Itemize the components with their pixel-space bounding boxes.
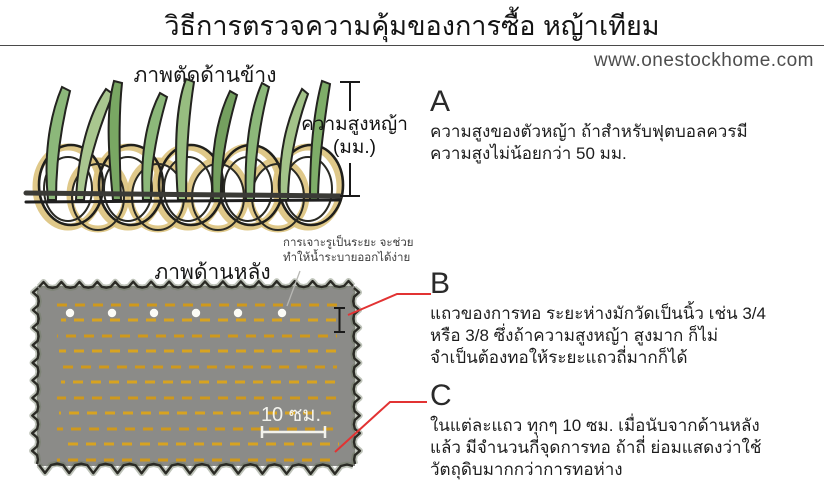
- section-a-line-2: ความสูงไม่น้อยกว่า 50 มม.: [430, 144, 627, 163]
- section-c-letter: C: [430, 379, 452, 412]
- mat-back-illustration: [29, 278, 363, 476]
- title-divider: [0, 45, 824, 46]
- section-a: A ความสูงของตัวหญ้า ถ้าสำหรับฟุตบอลควรมี…: [430, 84, 812, 165]
- drain-hole-note-line-1: การเจาะรูเป็นระยะ จะช่วย: [283, 237, 414, 249]
- section-a-line-1: ความสูงของตัวหญ้า ถ้าสำหรับฟุตบอลควรมี: [430, 122, 748, 141]
- page-title: วิธีการตรวจความคุ้มของการซื้อ หญ้าเทียม: [164, 11, 660, 41]
- scale-bar: [260, 426, 327, 438]
- stitch-rows: [57, 303, 339, 462]
- section-c: C ในแต่ละแถว ทุกๆ 10 ซม. เมื่อนับจากด้าน…: [430, 378, 812, 481]
- section-c-line-2: แล้ว มีจำนวนกี่จุดการทอ ถ้าถี่ ย่อมแสดงว…: [430, 438, 762, 457]
- drain-holes: [65, 308, 287, 318]
- grass-cross-section-illustration: [23, 77, 345, 233]
- drain-hole-note: การเจาะรูเป็นระยะ จะช่วย ทำให้น้ำระบายออ…: [283, 236, 414, 265]
- backing-line: [23, 190, 343, 204]
- scale-label: 10 ซม.: [260, 404, 322, 426]
- section-b-letter: B: [430, 267, 451, 300]
- grass-height-label-text: ความสูงหญ้า: [301, 114, 408, 135]
- section-c-line-1: ในแต่ละแถว ทุกๆ 10 ซม. เมื่อนับจากด้านหล…: [430, 416, 760, 435]
- grass-height-label: ความสูงหญ้า (มม.): [292, 113, 417, 159]
- website-url: www.onestockhome.com: [593, 50, 814, 71]
- section-b-line-3: จำเป็นต้องทอให้ระยะแถวถี่มากก็ได้: [430, 348, 688, 367]
- section-a-letter: A: [430, 85, 451, 118]
- section-b: B แถวของการทอ ระยะห่างมักวัดเป็นนิ้ว เช่…: [430, 266, 812, 369]
- section-b-line-1: แถวของการทอ ระยะห่างมักวัดเป็นนิ้ว เช่น …: [430, 304, 766, 323]
- grass-blades: [45, 77, 332, 201]
- section-b-line-2: หรือ 3/8 ซึ่งถ้าความสูงหญ้า สูงมาก ก็ไม่: [430, 326, 719, 345]
- side-view-label: ภาพตัดด้านข้าง: [133, 64, 277, 87]
- section-c-line-3: วัตถุดิบมากกว่าการทอห่าง: [430, 460, 623, 479]
- drain-hole-note-line-2: ทำให้น้ำระบายออกได้ง่าย: [283, 251, 411, 264]
- grass-height-unit: (มม.): [333, 137, 376, 158]
- back-view-label: ภาพด้านหลัง: [154, 261, 271, 284]
